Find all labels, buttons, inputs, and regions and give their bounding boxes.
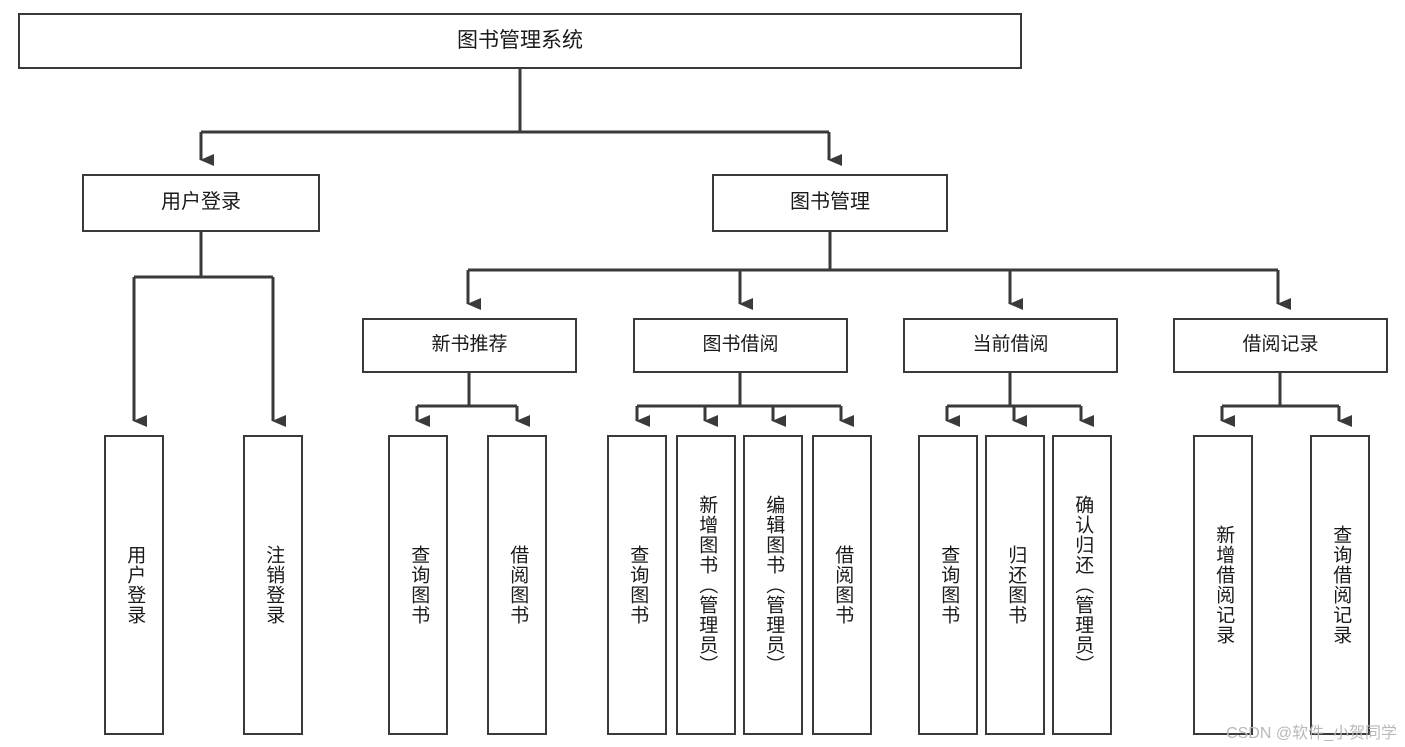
- node-leaf-query-record[interactable]: 查询借阅记录: [1310, 435, 1370, 735]
- node-book-borrow[interactable]: 图书借阅: [633, 318, 848, 373]
- node-book-borrow-label: 图书借阅: [702, 334, 779, 356]
- node-book-manage[interactable]: 图书管理: [712, 174, 948, 232]
- node-new-book-recommend-label: 新书推荐: [431, 334, 508, 356]
- node-leaf-borrow-book-2[interactable]: 借阅图书: [812, 435, 872, 735]
- node-user-login-label: 用户登录: [161, 191, 241, 214]
- node-leaf-user-login-label: 用户登录: [124, 545, 146, 625]
- node-leaf-user-login[interactable]: 用户登录: [104, 435, 164, 735]
- node-leaf-user-logout-label: 注销登录: [263, 545, 285, 625]
- node-borrow-record-label: 借阅记录: [1242, 334, 1319, 356]
- node-leaf-return-book[interactable]: 归还图书: [985, 435, 1045, 735]
- node-leaf-add-book-label: 新增图书（管理员）: [696, 495, 718, 675]
- node-leaf-query-book-3[interactable]: 查询图书: [918, 435, 978, 735]
- node-leaf-query-book-2-label: 查询图书: [627, 545, 649, 625]
- node-current-borrow-label: 当前借阅: [972, 334, 1049, 356]
- node-leaf-query-book-3-label: 查询图书: [938, 545, 960, 625]
- node-current-borrow[interactable]: 当前借阅: [903, 318, 1118, 373]
- node-leaf-add-record[interactable]: 新增借阅记录: [1193, 435, 1253, 735]
- watermark: CSDN @软件_小贺同学: [1226, 725, 1397, 742]
- node-leaf-query-book-1[interactable]: 查询图书: [388, 435, 448, 735]
- node-new-book-recommend[interactable]: 新书推荐: [362, 318, 577, 373]
- node-leaf-borrow-book-1[interactable]: 借阅图书: [487, 435, 547, 735]
- node-book-manage-label: 图书管理: [790, 191, 870, 214]
- node-root-label: 图书管理系统: [457, 28, 583, 52]
- node-leaf-confirm-return[interactable]: 确认归还（管理员）: [1052, 435, 1112, 735]
- node-leaf-borrow-book-1-label: 借阅图书: [507, 545, 529, 625]
- node-leaf-edit-book-label: 编辑图书（管理员）: [763, 495, 785, 675]
- node-user-login[interactable]: 用户登录: [82, 174, 320, 232]
- node-leaf-add-book[interactable]: 新增图书（管理员）: [676, 435, 736, 735]
- node-leaf-user-logout[interactable]: 注销登录: [243, 435, 303, 735]
- node-leaf-add-record-label: 新增借阅记录: [1213, 525, 1235, 645]
- node-leaf-edit-book[interactable]: 编辑图书（管理员）: [743, 435, 803, 735]
- node-borrow-record[interactable]: 借阅记录: [1173, 318, 1388, 373]
- node-leaf-return-book-label: 归还图书: [1005, 545, 1027, 625]
- node-leaf-borrow-book-2-label: 借阅图书: [832, 545, 854, 625]
- node-leaf-confirm-return-label: 确认归还（管理员）: [1072, 495, 1094, 675]
- node-root[interactable]: 图书管理系统: [18, 13, 1022, 69]
- node-leaf-query-record-label: 查询借阅记录: [1330, 525, 1352, 645]
- node-leaf-query-book-1-label: 查询图书: [408, 545, 430, 625]
- node-leaf-query-book-2[interactable]: 查询图书: [607, 435, 667, 735]
